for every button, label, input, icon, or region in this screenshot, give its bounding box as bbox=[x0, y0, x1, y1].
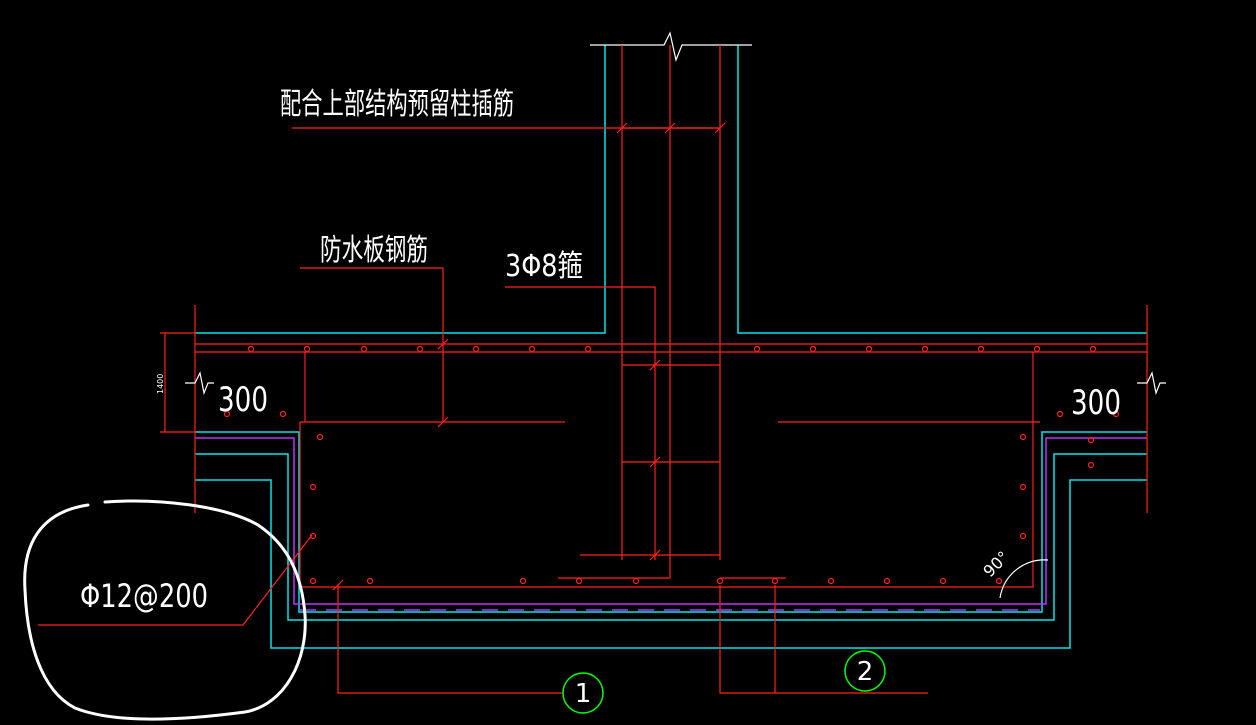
marker-1: 1 bbox=[562, 672, 604, 714]
tick-marks bbox=[332, 122, 726, 591]
side-break-marks bbox=[185, 371, 1166, 396]
left-width-label: 300 bbox=[218, 380, 268, 420]
marker-2-label: 2 bbox=[857, 657, 874, 687]
column-dowels-label: 配合上部结构预留柱插筋 bbox=[280, 87, 514, 122]
highlight-cloud bbox=[23, 499, 307, 721]
marker-1-label: 1 bbox=[575, 679, 592, 709]
bottom-rebar-label: Φ12@200 bbox=[80, 577, 208, 615]
slab-thickness-label: 1400 bbox=[156, 374, 165, 394]
column-break-line bbox=[590, 31, 752, 63]
waterproof-layer bbox=[195, 437, 1147, 611]
leader-lines bbox=[38, 127, 928, 694]
angle-label: 90° bbox=[979, 547, 1012, 580]
angle-marker bbox=[999, 559, 1049, 599]
stirrups-label: 3Φ8箍 bbox=[505, 249, 583, 284]
waterproof-slab-rebar-label: 防水板钢筋 bbox=[320, 233, 428, 268]
right-width-label: 300 bbox=[1071, 383, 1121, 423]
rebar-lines bbox=[160, 45, 1148, 588]
marker-2: 2 bbox=[844, 650, 886, 692]
rebar-dots bbox=[223, 345, 1120, 585]
concrete-outline bbox=[195, 45, 1147, 649]
